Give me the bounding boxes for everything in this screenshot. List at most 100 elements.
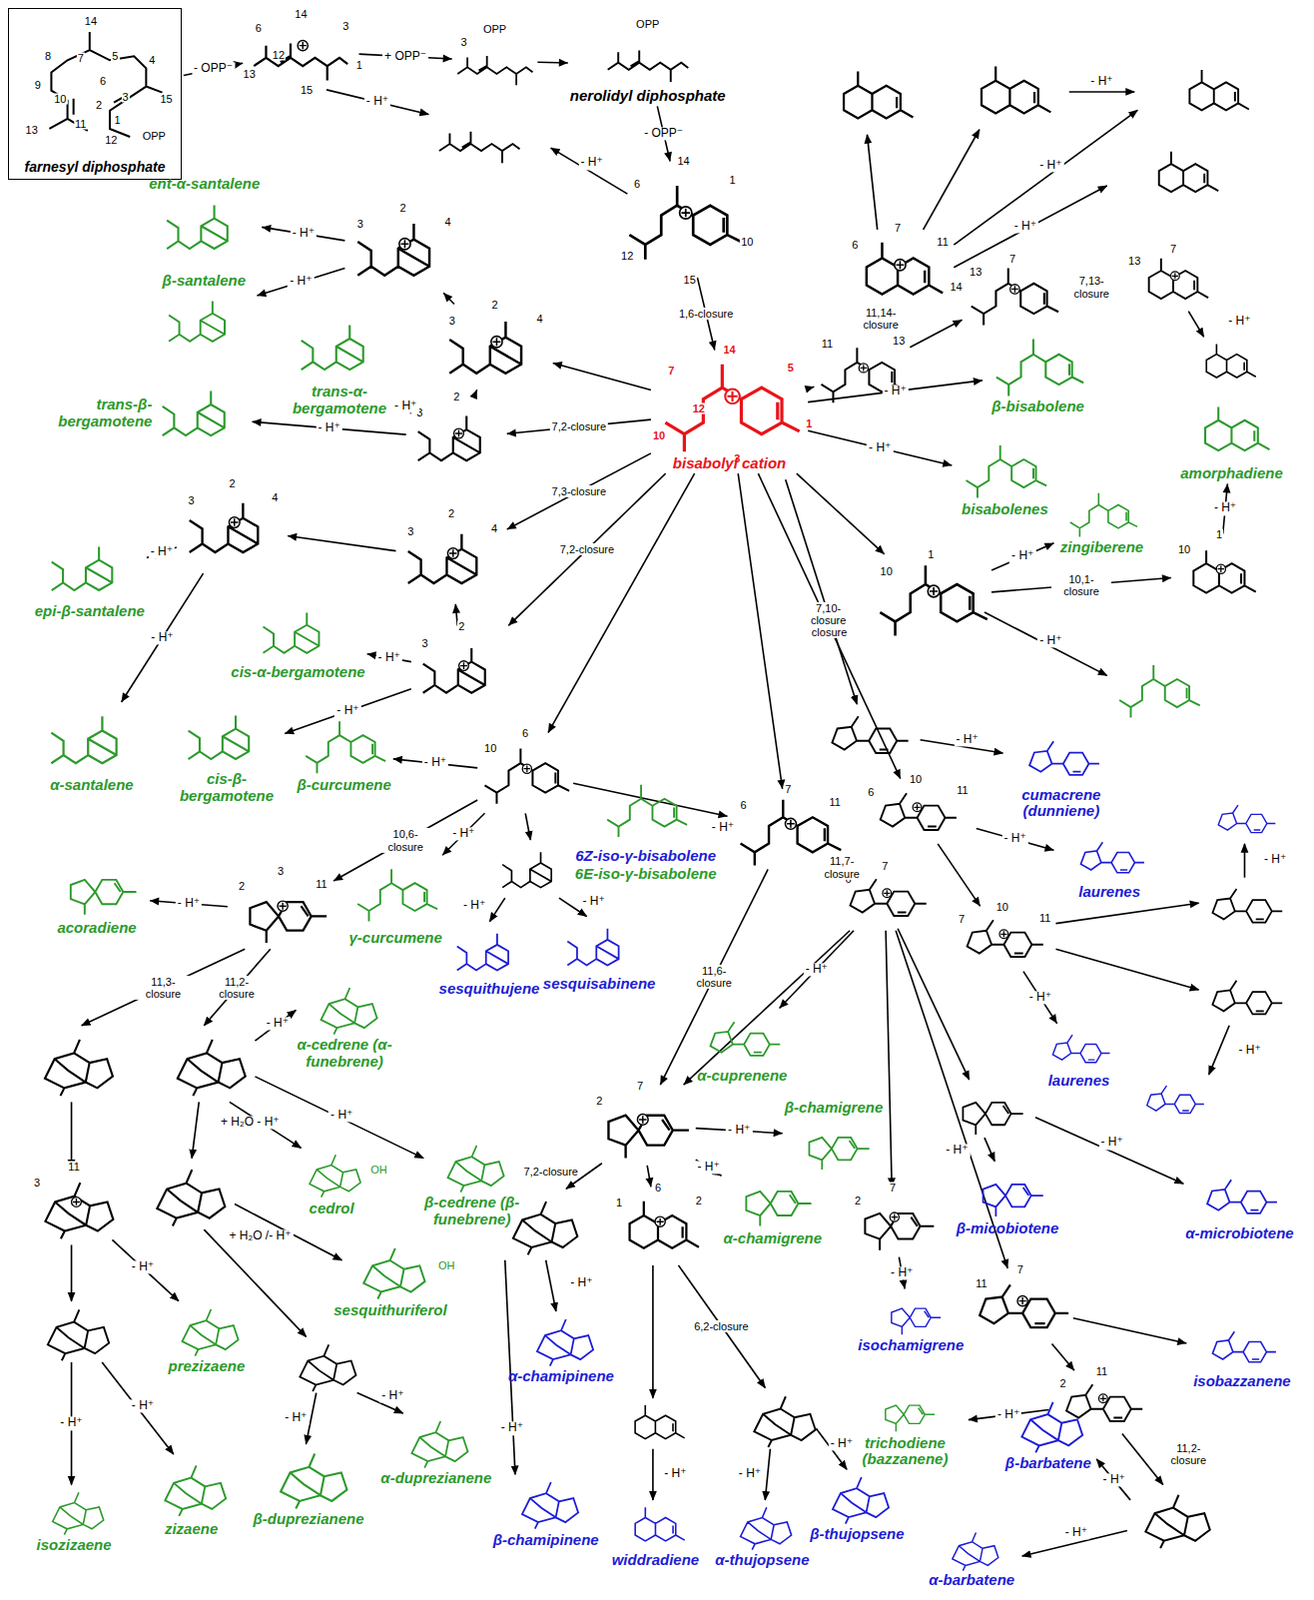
structure-node: sesquisabinene [543,918,657,993]
structure-node: 610 [479,734,572,812]
compound-name: β-chamipinene [493,1531,600,1549]
edge-label: - H⁺ [694,1161,721,1175]
edge-label: 11,6-closure [683,964,744,989]
atom-number: 15 [299,83,314,95]
intermediate-structure [439,131,521,164]
compound-name: isozizaene [36,1536,112,1554]
cation-mark [1017,1296,1028,1307]
compound-name: laurenes [1078,883,1141,901]
skeleton-bonds [70,879,137,915]
skeleton-bonds [809,1137,870,1170]
step-label: - H⁺ [1088,74,1115,88]
intermediate-structure [47,1309,109,1360]
skeleton [1183,397,1281,464]
structure-node: isobazzanene [1188,1320,1296,1390]
skeleton [45,856,148,918]
skeleton-bonds [44,1182,113,1239]
skeleton [1056,487,1149,539]
skeleton [602,769,689,847]
closure-label: 7,10-closure [798,602,859,627]
structure-drawing [291,311,389,384]
reaction-arrow [652,1265,655,1398]
edge-label: - H⁺ [287,275,314,289]
skeleton-bonds [630,186,743,261]
skeleton [862,1291,960,1337]
atom-number: 7 [893,222,902,234]
arrow-line [991,543,1054,571]
skeleton-bonds [309,1155,361,1198]
compound-name: α-thujopsene [714,1551,809,1569]
edge-label: - H⁺ [888,1266,915,1280]
cation-mark [524,764,531,771]
structure-node: 713 [1122,249,1225,311]
compound-name: α-barbatene [928,1571,1015,1589]
arrow-line [659,868,768,1085]
compound-name: farnesyl diphosphate [10,159,179,175]
structure-drawing: 112 [1050,1371,1153,1433]
atom-number: 7 [888,1181,897,1193]
step-label: - H⁺ [129,1398,156,1412]
structure-drawing [953,1163,1061,1220]
arrow-head [508,616,518,626]
atom-number: 13 [242,67,257,79]
structure-drawing: OH [290,1147,373,1199]
reaction-arrow [525,812,531,840]
compound-name: α-chamigrene [723,1230,823,1248]
structure-drawing: 713 [964,260,1062,327]
cation-mark [895,260,904,269]
structure-drawing: 713 [1122,249,1225,311]
group-label: OPP [482,23,508,35]
skeleton-bonds [1213,1330,1277,1362]
atom-number: 2 [237,880,246,892]
structure-node: 72 [846,1188,939,1255]
skeleton [1004,1392,1092,1454]
step-label: - H⁺ [1101,1472,1128,1486]
edge-label: - H⁺ [422,756,449,770]
edge-label: 7,3-closure [550,485,609,498]
skeleton [35,535,143,602]
intermediate-structure [1189,69,1249,110]
structure-drawing [1183,397,1281,464]
atom-number: 2 [1059,1377,1068,1389]
arrow-head [1223,483,1232,493]
structure-node: α-thujopsene [714,1499,809,1569]
arrow-line [757,473,900,778]
structure-node: 1475131012bisabolyl cation [653,352,806,473]
reaction-arrow [785,479,858,704]
skeleton-bonds [412,1420,469,1468]
arrow-head [645,1177,654,1188]
atom-number: 14 [721,344,736,356]
atom-number: 12 [271,48,286,60]
arrow-line [548,473,695,732]
atom-number: 5 [110,50,119,62]
closure-label: 7,2-closure [522,1165,581,1178]
arrow-line [1073,1317,1188,1343]
reaction-arrow [984,612,1108,675]
structure-drawing [300,713,388,775]
skeleton-bonds [1066,1383,1143,1421]
atom-number: 7 [666,364,675,376]
skeleton [177,703,275,770]
atom-number: 10 [908,773,923,785]
skeleton [984,331,1092,398]
step-label: - H⁺ [1099,1136,1126,1150]
intermediate-structure [502,851,552,887]
cation-mark [999,929,1009,939]
structure-drawing: 234 [178,484,286,572]
step-label: - H⁺ [568,1277,595,1291]
skeleton [810,1468,903,1525]
structure-drawing: 10611 [856,780,975,842]
step-label: - H⁺ [379,1388,406,1402]
atom-number: 10 [52,93,67,105]
atom-number: 8 [43,50,52,62]
cation-mark [724,388,740,404]
compound-name: sesquithuriferol [333,1302,447,1319]
skeleton [556,918,644,975]
arrow-head [663,151,672,162]
structure-drawing: 612 [607,1188,709,1266]
structure-node: β-chamipinene [493,1473,600,1548]
intermediate-structure [635,1404,685,1439]
structure-drawing [152,290,255,352]
arrow-head [442,845,452,855]
